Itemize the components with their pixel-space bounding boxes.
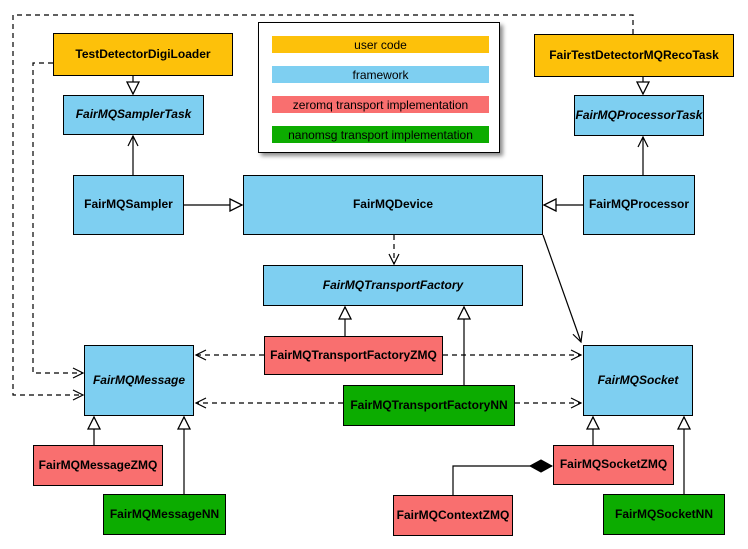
edge-digiloader-depends-message (32, 62, 85, 379)
node-fairmqmessage: FairMQMessage (84, 345, 194, 416)
node-fairmqdevice: FairMQDevice (243, 175, 543, 235)
node-fairmqtransportfactorynn: FairMQTransportFactoryNN (343, 385, 515, 426)
legend-item-framework: framework (272, 66, 489, 83)
legend-item-zeromq: zeromq transport implementation (272, 96, 489, 113)
node-fairmqsamplertask: FairMQSamplerTask (63, 95, 204, 135)
legend-item-nanomsg: nanomsg transport implementation (272, 126, 489, 143)
node-fairmqcontextzmq: FairMQContextZMQ (393, 495, 513, 536)
node-fairmqtransportfactoryzmq: FairMQTransportFactoryZMQ (264, 336, 443, 375)
edge-device-uses-socket (542, 234, 583, 344)
node-fairmqmessagenn: FairMQMessageNN (103, 494, 226, 535)
node-fairmqprocessortask: FairMQProcessorTask (574, 95, 704, 136)
node-fairmqsocketnn: FairMQSocketNN (603, 494, 725, 535)
node-fairmqsocket: FairMQSocket (583, 345, 693, 416)
node-fairmqtransportfactory: FairMQTransportFactory (263, 265, 523, 306)
edge-contextzmq-composed-socketzmq (452, 466, 552, 495)
node-fairmqsampler: FairMQSampler (73, 175, 184, 235)
node-fairmqprocessor: FairMQProcessor (583, 175, 695, 235)
edge-recotask-depends-message (12, 14, 634, 401)
node-fairmqmessagezmq: FairMQMessageZMQ (33, 445, 163, 486)
legend: user code framework zeromq transport imp… (258, 22, 500, 153)
node-testdetectordigiloader: TestDetectorDigiLoader (53, 33, 233, 76)
legend-item-user-code: user code (272, 36, 489, 53)
node-fairtestdetectormqrecotask: FairTestDetectorMQRecoTask (534, 34, 734, 77)
node-fairmqsocketzmq: FairMQSocketZMQ (553, 445, 674, 485)
